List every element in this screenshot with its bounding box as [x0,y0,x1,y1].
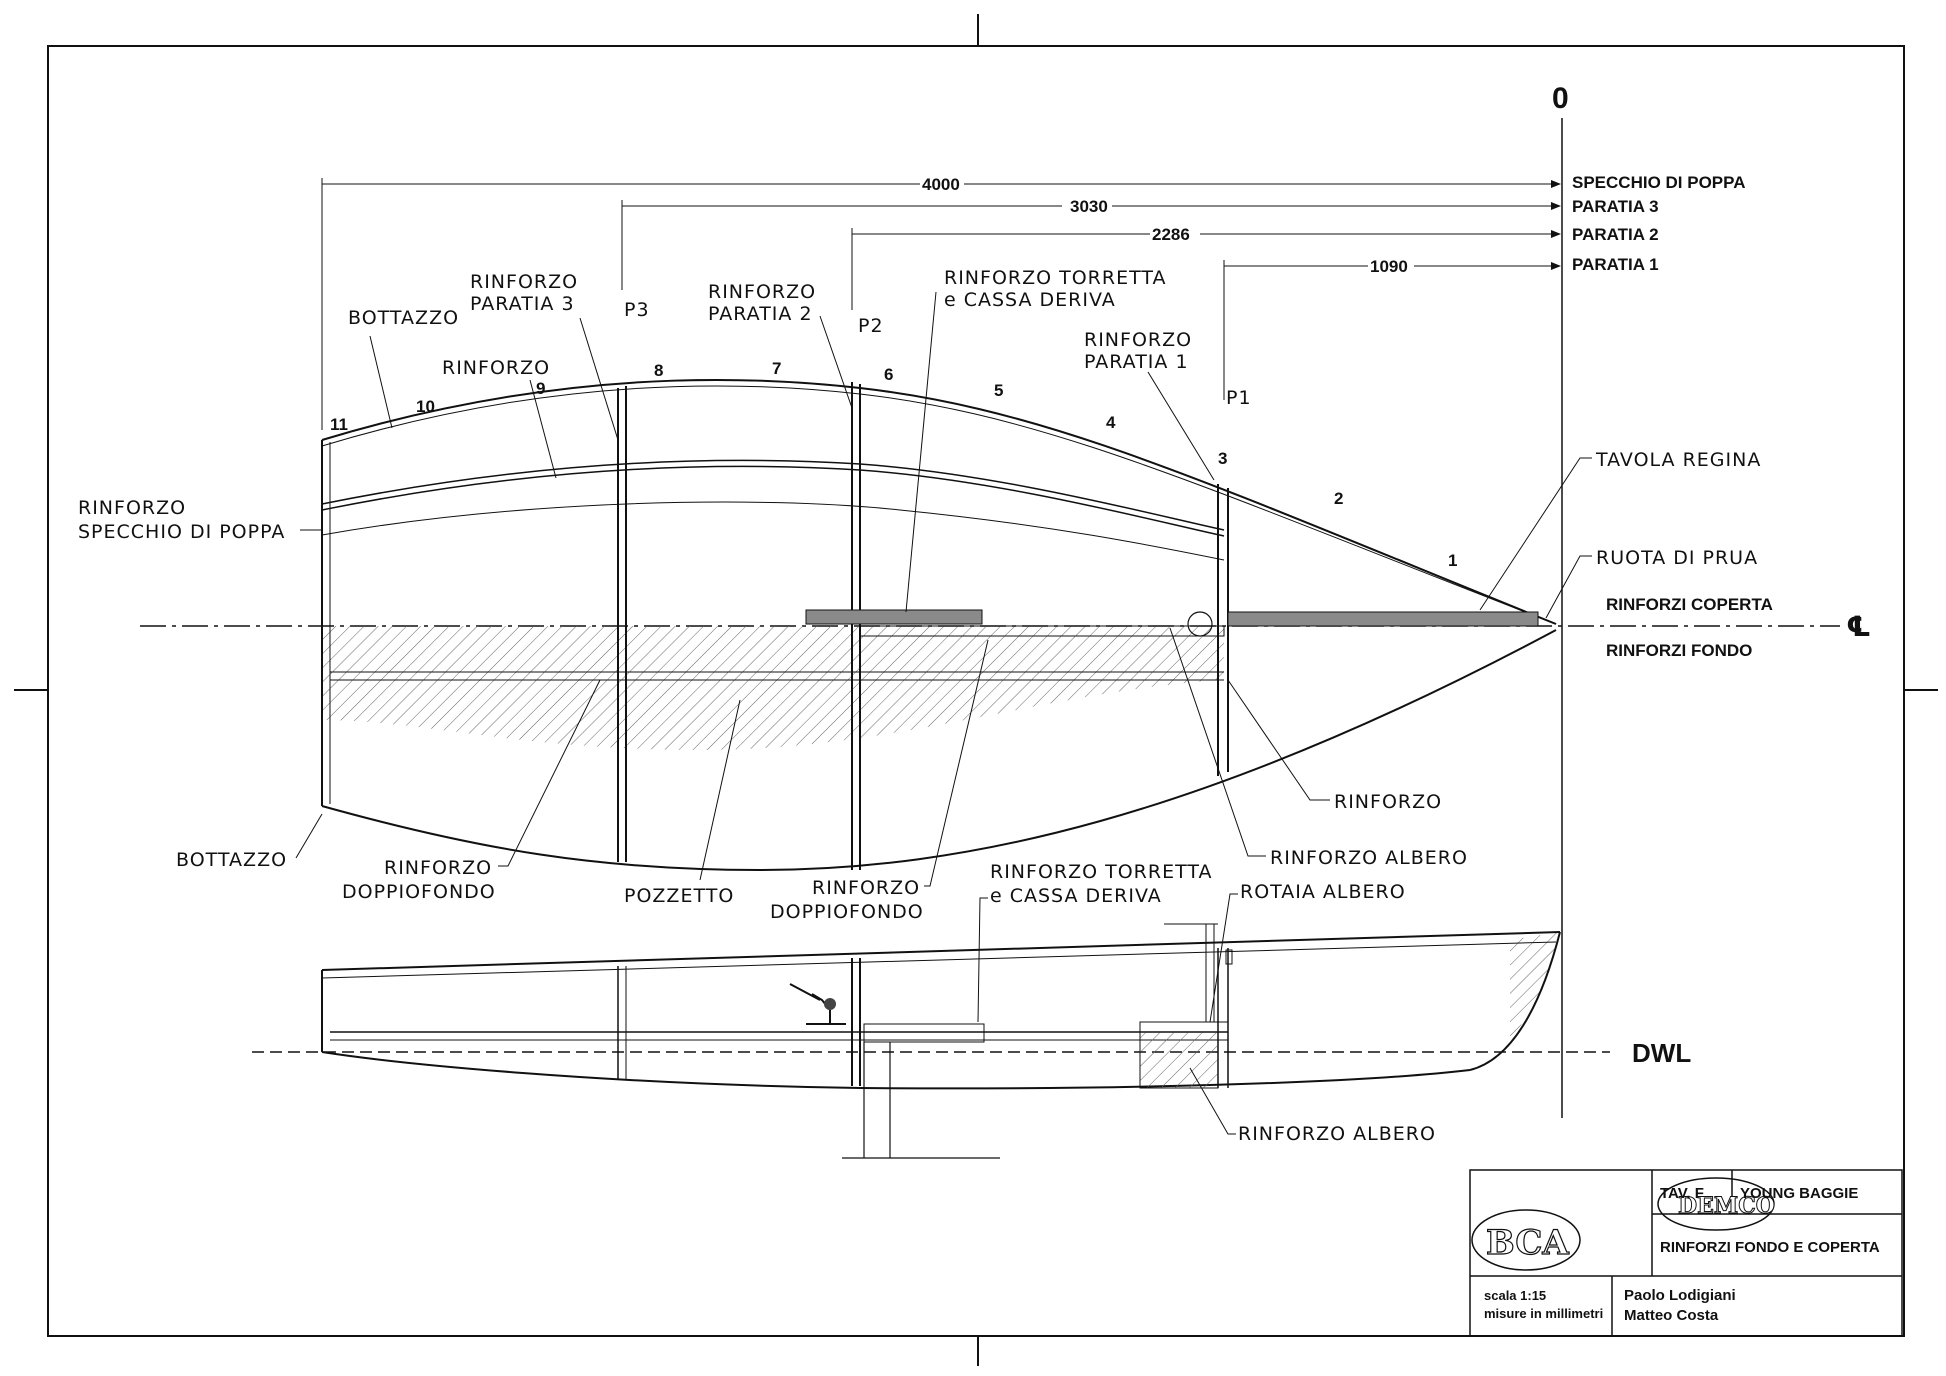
mast-reinforcement-block [1139,1031,1219,1089]
deck-outline-upper [321,378,1557,625]
dwl-label: DWL [1632,1038,1691,1068]
label-rinforzo-paratia1-b: PARATIA 1 [1084,351,1189,373]
centerboard-trunk-profile [863,1023,985,1043]
label-rinforzo-paratia1-a: RINFORZO [1084,329,1192,351]
dim-target-specchio: SPECCHIO DI POPPA [1572,173,1746,192]
station-1: 1 [1448,551,1457,570]
label-rinforzi-coperta: RINFORZI COPERTA [1606,595,1773,614]
logo-demco-ellipse [1657,1177,1775,1231]
profile-stem [1469,931,1561,1071]
logo-bca-ellipse [1471,1209,1581,1271]
profile-keel [321,1051,1471,1090]
stringer-lower [321,501,1225,561]
plan-view [321,378,1557,872]
profile-view [321,923,1561,1159]
label-rinforzo-albero: RINFORZO ALBERO [1270,847,1468,869]
label-rinforzo-paratia2-a: RINFORZO [708,281,816,303]
profile-sheer [321,931,1561,971]
profile-hatch-bow [1510,932,1560,1040]
deck-outline-upper-inner [321,385,1557,625]
centerline-symbol: ℄ [1846,610,1871,643]
dim-target-paratia2: PARATIA 2 [1572,225,1659,244]
dim-4000: 4000 [922,175,960,194]
dim-3030: 3030 [1070,197,1108,216]
label-rinforzo-specchio-b: SPECCHIO DI POPPA [78,521,285,543]
label-rinforzo-doppiofondo1-a: RINFORZO [384,857,492,879]
label-rinforzi-fondo: RINFORZI FONDO [1606,641,1752,660]
dim-1090: 1090 [1370,257,1408,276]
label-rinforzo-doppiofondo1-b: DOPPIOFONDO [342,881,496,903]
label-pozzetto: POZZETTO [624,885,734,907]
label-bottazzo-bottom: BOTTAZZO [176,849,287,871]
station-5: 5 [994,381,1003,400]
title-block-author-2: Matteo Costa [1624,1307,1719,1324]
station-3: 3 [1218,449,1227,468]
tiller-fitting [789,983,846,1025]
sheet-frame [14,14,1938,1366]
bulkhead-label-p1: P1 [1226,387,1252,409]
title-block-units: misure in millimetri [1484,1306,1603,1321]
station-10: 10 [416,397,435,416]
bulkhead-label-p3: P3 [624,299,650,321]
label-profile-torretta-b: e CASSA DERIVA [990,885,1162,907]
title-block-title: RINFORZI FONDO E COPERTA [1660,1239,1880,1256]
label-rinforzo-specchio-a: RINFORZO [78,497,186,519]
label-rinforzo-paratia3-b: PARATIA 3 [470,293,575,315]
mast-step [1187,611,1213,637]
station-numbers: 1 2 3 4 5 6 7 8 9 10 11 [330,359,1457,570]
label-rotaia-albero: ROTAIA ALBERO [1240,881,1406,903]
label-rinforzo-doppiofondo2-b: DOPPIOFONDO [770,901,924,923]
bottom-reinforcement-hatch [322,626,1224,750]
title-block-sheet: TAV. F [1660,1185,1704,1202]
zero-label: 0 [1552,82,1569,115]
station-2: 2 [1334,489,1343,508]
dimension-lines [321,178,1561,430]
title-block [1469,1169,1903,1337]
dim-2286: 2286 [1152,225,1190,244]
title-block-project: YOUNG BAGGIE [1740,1185,1858,1202]
station-4: 4 [1106,413,1116,432]
stringer-upper [321,465,1225,537]
dim-target-paratia1: PARATIA 1 [1572,255,1659,274]
bulkhead-label-p2: P2 [858,315,884,337]
label-rinforzo-right: RINFORZO [1334,791,1442,813]
label-rinforzo-paratia2-b: PARATIA 2 [708,303,813,325]
dim-target-paratia3: PARATIA 3 [1572,197,1659,216]
logo-bca: BCA [1486,1223,1569,1263]
title-block-scale: scala 1:15 [1484,1288,1546,1303]
logo-demco: DEMCO [1678,1193,1775,1219]
label-profile-rinforzo-albero: RINFORZO ALBERO [1238,1123,1436,1145]
label-rinforzo-paratia3-a: RINFORZO [470,271,578,293]
label-rinforzo: RINFORZO [442,357,550,379]
title-block-author-1: Paolo Lodigiani [1624,1287,1736,1304]
king-plank [1227,611,1539,627]
centerboard-trunk [805,609,983,625]
label-rinforzo-torretta-b: e CASSA DERIVA [944,289,1116,311]
label-bottazzo-top: BOTTAZZO [348,307,459,329]
label-ruota-di-prua: RUOTA DI PRUA [1596,547,1758,569]
label-tavola-regina: TAVOLA REGINA [1595,449,1761,471]
station-11: 11 [330,415,348,434]
station-9: 9 [536,379,545,398]
label-rinforzo-torretta-a: RINFORZO TORRETTA [944,267,1166,289]
station-6: 6 [884,365,893,384]
station-7: 7 [772,359,781,378]
leader-lines [295,291,1592,887]
label-profile-torretta-a: RINFORZO TORRETTA [990,861,1212,883]
label-rinforzo-doppiofondo2-a: RINFORZO [812,877,920,899]
station-8: 8 [654,361,663,380]
hull-outline-lower [321,629,1557,872]
